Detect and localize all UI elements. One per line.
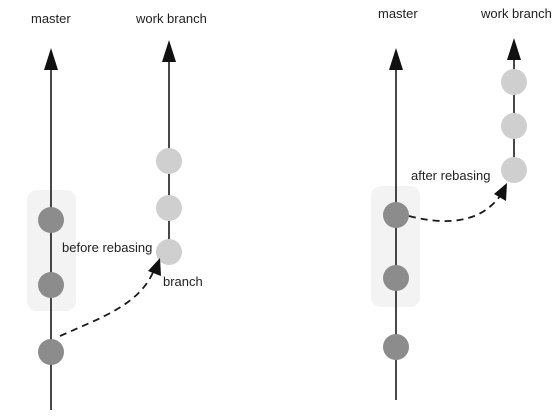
left-diagram: master work branch before rebasing branc… (27, 11, 207, 410)
right-branch-commit-1 (501, 69, 527, 95)
left-master-label: master (31, 11, 71, 26)
right-branch-arrowhead (507, 38, 521, 60)
left-master-commit-3 (38, 339, 64, 365)
left-master-commit-1 (38, 207, 64, 233)
left-branch-arrowhead (162, 40, 176, 62)
left-work-branch-label: work branch (135, 11, 207, 26)
right-master-label: master (378, 6, 418, 21)
right-diagram: master work branch after rebasing (371, 6, 552, 400)
right-annotation: after rebasing (411, 168, 491, 183)
right-branch-commit-3 (501, 157, 527, 183)
right-master-commit-2 (383, 265, 409, 291)
right-branch-commit-2 (501, 113, 527, 139)
left-master-commit-2 (38, 272, 64, 298)
right-work-branch-label: work branch (480, 6, 552, 21)
right-master-commit-1 (383, 202, 409, 228)
right-dashed-arrow (408, 195, 501, 222)
right-dashed-arrowhead (494, 183, 507, 201)
left-master-arrowhead (44, 48, 58, 70)
left-branch-commit-1 (156, 148, 182, 174)
right-master-arrowhead (389, 48, 403, 70)
left-dashed-arrowhead (148, 258, 161, 276)
left-branch-commit-2 (156, 195, 182, 221)
left-annotation: before rebasing (62, 240, 152, 255)
left-branch-commit-3 (156, 239, 182, 265)
right-master-commit-3 (383, 334, 409, 360)
left-branch-label: branch (163, 274, 203, 289)
left-dashed-arrow (59, 269, 155, 337)
